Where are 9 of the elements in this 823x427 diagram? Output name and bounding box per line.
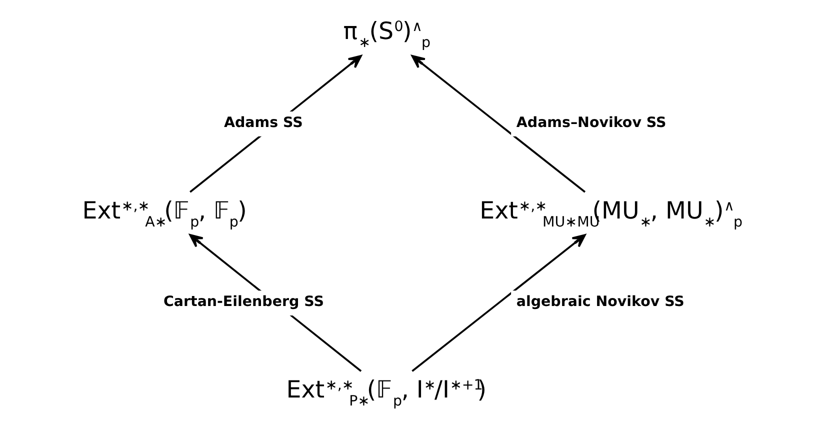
arrow (411, 234, 586, 372)
arrow (189, 54, 362, 193)
edge-label: Cartan-Eilenberg SS (162, 294, 324, 310)
arrow (410, 54, 586, 193)
edge-label: algebraic Novikov SS (516, 294, 684, 310)
edge-label: Adams–Novikov SS (516, 115, 666, 132)
node-text: Ext$^{∗,∗}$$_{A∗}$(𝔽$_{p}$, 𝔽$_{p}$) (82, 196, 246, 230)
node-text: Ext$^{∗,∗}$$_{P∗}$(𝔽$_{p}$, I$^{∗}$/I$^{∗+1}$) (286, 375, 486, 410)
edge-label: Adams SS (223, 115, 302, 132)
